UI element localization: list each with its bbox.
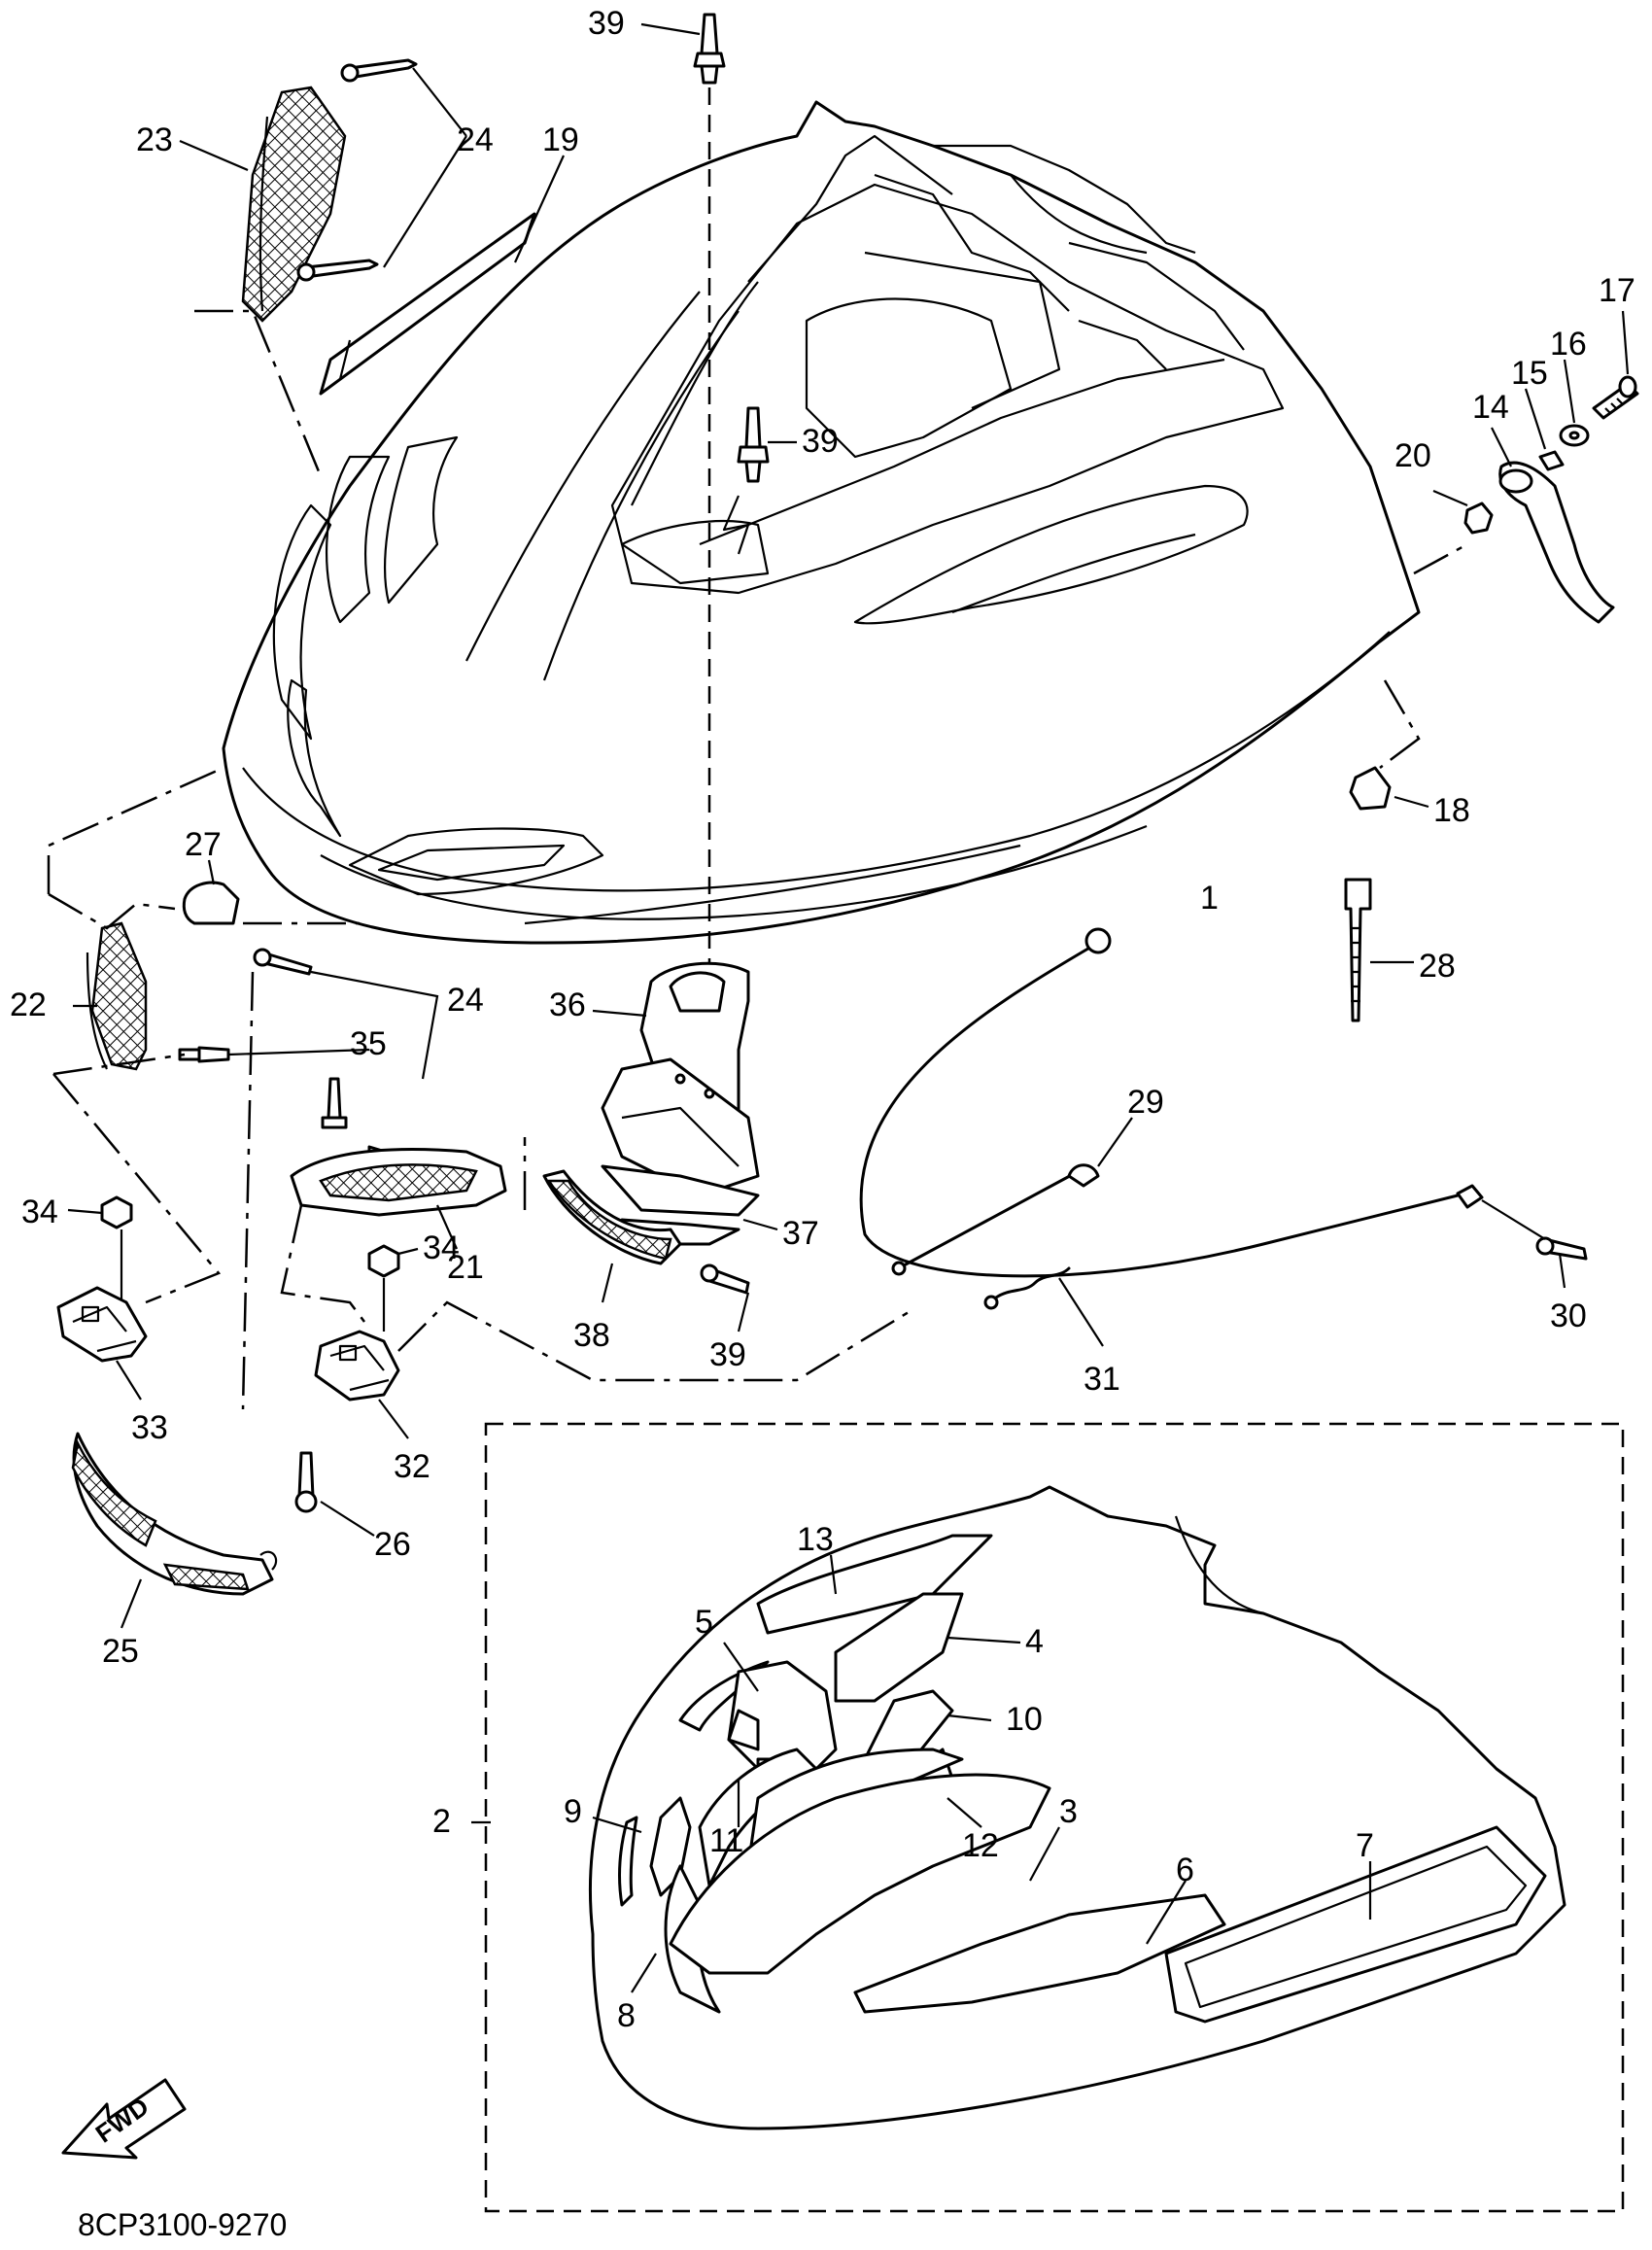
cable-assembly xyxy=(859,927,1484,1310)
part-32-hinge xyxy=(314,1330,400,1402)
callout-9: 9 xyxy=(564,1793,582,1830)
callout-29: 29 xyxy=(1127,1084,1164,1121)
callout-25: 25 xyxy=(102,1633,139,1670)
callout-16: 16 xyxy=(1550,326,1587,363)
part-35-bolt xyxy=(178,1046,348,1129)
part-28-cable-tie xyxy=(1344,878,1372,1022)
callout-23: 23 xyxy=(136,121,173,158)
callout-34b: 34 xyxy=(423,1229,460,1266)
diagram-code: 8CP3100-9270 xyxy=(78,2207,287,2242)
part-38-grille xyxy=(542,1169,682,1265)
callout-6: 6 xyxy=(1176,1852,1194,1888)
callout-15: 15 xyxy=(1511,355,1548,392)
part-16-washer xyxy=(1559,424,1590,447)
callout-39b: 39 xyxy=(802,423,839,460)
part-15-collar xyxy=(1538,450,1565,471)
callout-14: 14 xyxy=(1472,389,1509,426)
callout-7: 7 xyxy=(1356,1827,1374,1864)
part-34-nut-b xyxy=(367,1244,400,1278)
part-30-rivet xyxy=(1535,1236,1588,1261)
callout-27: 27 xyxy=(185,826,222,863)
part-13-decal xyxy=(756,1534,993,1635)
callout-18: 18 xyxy=(1433,792,1470,829)
part-17-bolt xyxy=(1592,375,1639,420)
callout-labels: 1 2 3 4 5 6 7 8 9 10 11 12 13 14 15 16 1… xyxy=(10,5,1635,2242)
part-24-rivets-top xyxy=(296,58,418,282)
callout-38: 38 xyxy=(573,1317,610,1354)
callout-34a: 34 xyxy=(21,1194,58,1230)
callout-24b: 24 xyxy=(447,982,484,1019)
fwd-arrow-icon: FWD xyxy=(61,2078,187,2160)
part-7-decal xyxy=(1164,1825,1547,2024)
callout-39c: 39 xyxy=(709,1336,746,1373)
part-39-rivet-top xyxy=(693,13,726,85)
callout-13: 13 xyxy=(797,1521,834,1558)
break-mark xyxy=(722,495,750,555)
part-36-duct xyxy=(601,961,760,1197)
part-39-rivet-mid xyxy=(737,406,770,483)
callout-33: 33 xyxy=(131,1409,168,1446)
part-14-latch xyxy=(1498,461,1615,624)
callout-32: 32 xyxy=(394,1448,430,1485)
callout-10: 10 xyxy=(1006,1701,1043,1738)
part-20-nut xyxy=(1463,502,1494,535)
callout-39a: 39 xyxy=(588,5,625,42)
callout-31: 31 xyxy=(1084,1361,1120,1398)
callout-1: 1 xyxy=(1200,880,1219,917)
callout-2: 2 xyxy=(432,1803,451,1840)
part-19-decal xyxy=(319,212,536,396)
callout-37: 37 xyxy=(782,1215,819,1252)
callout-12: 12 xyxy=(962,1827,999,1864)
callout-17: 17 xyxy=(1599,272,1635,309)
part-25-grille xyxy=(71,1432,274,1596)
hood-assembly xyxy=(222,100,1421,945)
callout-8: 8 xyxy=(617,1997,636,2034)
part-34-nut-a xyxy=(100,1195,133,1229)
callout-35: 35 xyxy=(350,1025,387,1062)
decal-pieces xyxy=(618,1534,1547,2024)
callout-20: 20 xyxy=(1394,437,1431,474)
callout-19: 19 xyxy=(542,121,579,158)
callout-22: 22 xyxy=(10,987,47,1023)
callout-24a: 24 xyxy=(457,121,494,158)
callout-5: 5 xyxy=(695,1604,713,1641)
callout-36: 36 xyxy=(549,987,586,1023)
part-26-rivet xyxy=(294,1451,318,1513)
part-27-clip xyxy=(182,881,240,925)
callout-30: 30 xyxy=(1550,1298,1587,1334)
part-24-rivet-lower-a xyxy=(253,948,313,976)
callout-11: 11 xyxy=(709,1822,743,1859)
part-39-rivet-lower xyxy=(700,1263,750,1295)
part-22-grille xyxy=(86,921,148,1071)
callout-3: 3 xyxy=(1059,1793,1078,1830)
part-4-decal xyxy=(834,1592,964,1703)
part-18-clip xyxy=(1349,766,1392,811)
callout-21: 21 xyxy=(447,1249,484,1286)
decal-set-box xyxy=(484,1422,1625,2213)
part-21-grille xyxy=(290,1148,507,1217)
part-23-grille xyxy=(241,86,347,323)
callout-28: 28 xyxy=(1419,948,1456,985)
callout-26: 26 xyxy=(374,1526,411,1563)
part-6-decal xyxy=(853,1893,1226,2014)
callout-4: 4 xyxy=(1025,1623,1044,1660)
part-3-decal xyxy=(669,1773,1051,1975)
part-33-hinge xyxy=(56,1286,148,1363)
